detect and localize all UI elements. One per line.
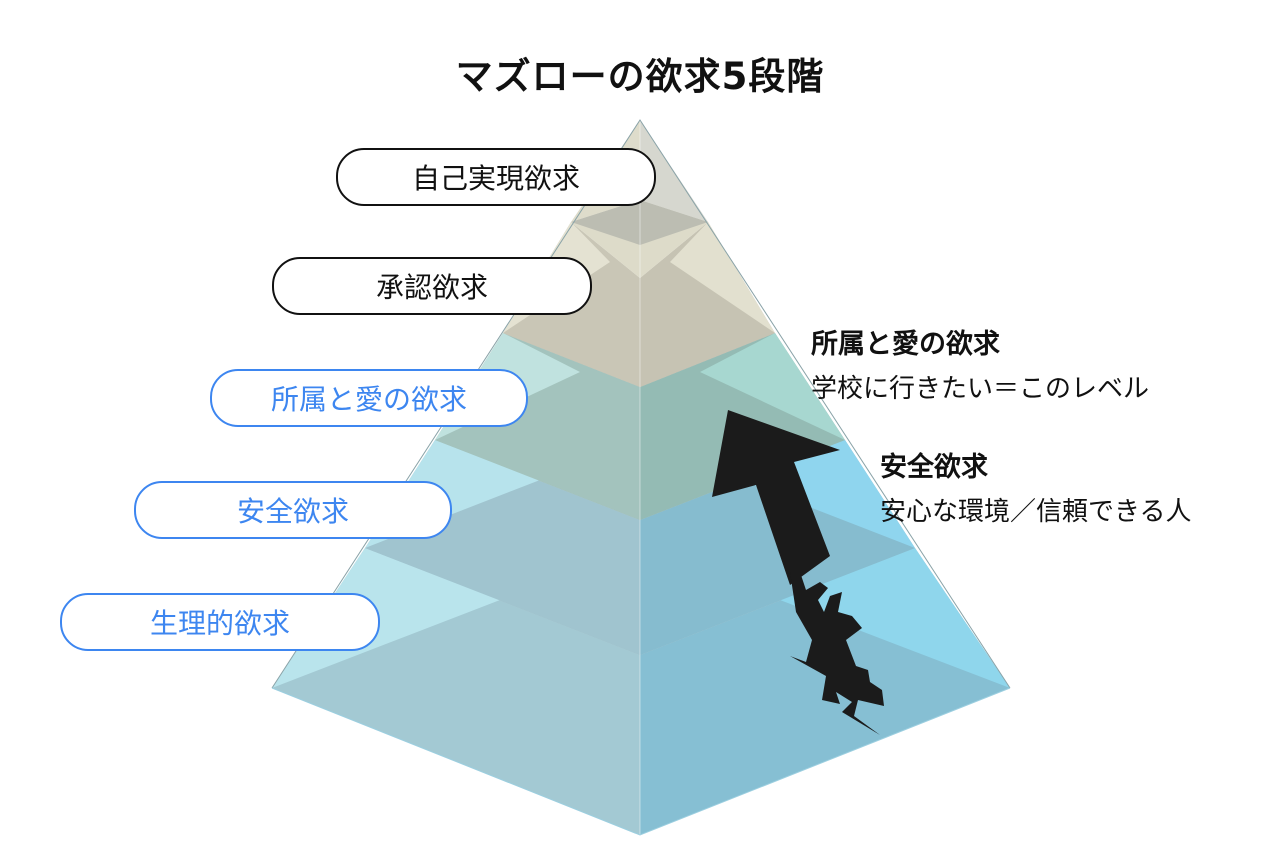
level-pill-esteem: 承認欲求: [272, 257, 592, 315]
annotation-detail: 安心な環境／信頼できる人: [880, 497, 1192, 527]
annotation-detail: 学校に行きたい＝このレベル: [811, 374, 1150, 404]
level-label: 承認欲求: [375, 271, 488, 304]
level-pill-self-actualization: 自己実現欲求: [336, 148, 656, 206]
annotation-safety: 安全欲求 安心な環境／信頼できる人: [880, 450, 1191, 530]
page-title: マズローの欲求5段階: [455, 55, 825, 98]
level-pill-physiological: 生理的欲求: [60, 593, 380, 651]
level-label: 生理的欲求: [149, 607, 290, 640]
level-label: 所属と愛の欲求: [270, 383, 467, 416]
annotation-belonging: 所属と愛の欲求 学校に行きたい＝このレベル: [811, 327, 1149, 407]
level-pill-belonging: 所属と愛の欲求: [210, 369, 528, 427]
crack-icon: [790, 572, 884, 735]
up-arrow-icon: [712, 410, 840, 585]
level-pill-safety: 安全欲求: [134, 481, 452, 539]
level-label: 安全欲求: [236, 495, 349, 528]
level-label: 自己実現欲求: [411, 162, 580, 195]
annotation-heading: 安全欲求: [880, 452, 988, 483]
annotation-heading: 所属と愛の欲求: [811, 329, 1000, 360]
